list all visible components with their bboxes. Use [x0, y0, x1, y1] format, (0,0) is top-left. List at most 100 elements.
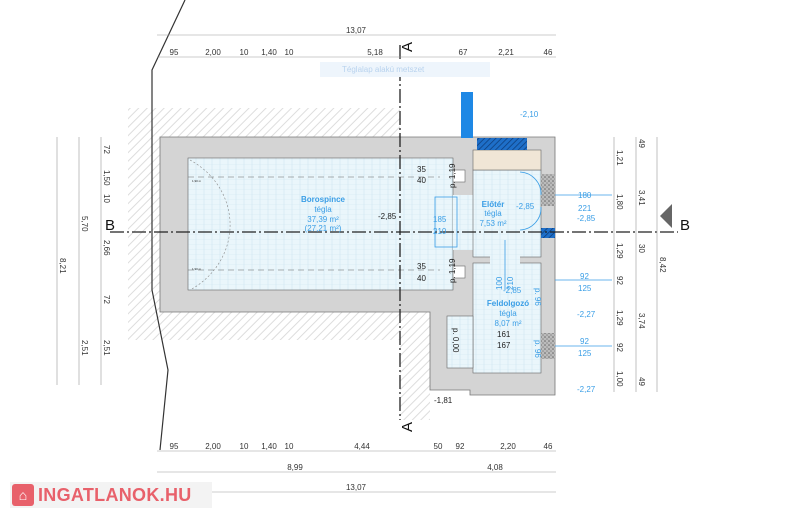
svg-text:p. 96: p. 96 — [533, 340, 542, 358]
svg-text:8,21: 8,21 — [58, 258, 67, 274]
svg-text:167: 167 — [497, 341, 511, 350]
svg-text:185: 185 — [433, 215, 447, 224]
opening-floor — [453, 195, 473, 250]
svg-text:67: 67 — [459, 48, 468, 57]
svg-text:10: 10 — [285, 442, 294, 451]
view-direction-triangle — [660, 204, 672, 228]
logo-text: INGATLANOK.HU — [38, 484, 192, 505]
svg-text:49: 49 — [637, 139, 646, 148]
svg-text:1,90 m: 1,90 m — [192, 267, 202, 271]
section-a-top: A — [399, 42, 416, 52]
stair-landing — [472, 149, 542, 171]
svg-text:-2,27: -2,27 — [577, 385, 596, 394]
svg-text:1,29: 1,29 — [615, 310, 624, 326]
section-b-left: B — [105, 217, 115, 234]
svg-text:p. 1,19: p. 1,19 — [448, 163, 457, 188]
site-logo[interactable]: ⌂ INGATLANOK.HU — [10, 482, 212, 508]
blue-beam — [477, 138, 527, 150]
svg-text:1,40: 1,40 — [261, 442, 277, 451]
svg-text:30: 30 — [637, 244, 646, 253]
svg-text:p. 0,00: p. 0,00 — [451, 328, 460, 353]
svg-text:1,80: 1,80 — [615, 194, 624, 210]
svg-text:95: 95 — [170, 442, 179, 451]
svg-text:-2,85: -2,85 — [516, 202, 535, 211]
svg-text:1,50: 1,50 — [102, 170, 111, 186]
svg-text:8,07 m²: 8,07 m² — [494, 319, 521, 328]
door-1[interactable] — [434, 196, 458, 248]
small-room-floor — [446, 315, 474, 369]
svg-text:2,66: 2,66 — [102, 240, 111, 256]
svg-text:2,00: 2,00 — [205, 48, 221, 57]
dimensions-bottom — [157, 450, 556, 493]
room-borospince: Borospince tégla 37,39 m² (27,21 m²) — [301, 195, 346, 233]
svg-text:-2,85: -2,85 — [577, 214, 596, 223]
svg-text:92: 92 — [580, 337, 589, 346]
svg-text:3,41: 3,41 — [637, 190, 646, 206]
svg-text:72: 72 — [102, 145, 111, 154]
svg-text:100: 100 — [495, 276, 504, 290]
svg-text:1,21: 1,21 — [615, 150, 624, 166]
svg-text:35: 35 — [417, 165, 426, 174]
house-icon: ⌂ — [12, 484, 34, 506]
svg-text:2,21: 2,21 — [498, 48, 514, 57]
dimensions-right-text: 1,21 1,80 1,29 92 1,29 92 1,00 49 3,41 3… — [615, 139, 667, 387]
room-feldolgozo: Feldolgozó tégla 8,07 m² — [487, 299, 529, 328]
earth-hatch — [128, 108, 430, 420]
svg-text:1,00: 1,00 — [615, 371, 624, 387]
dimensions-left — [56, 137, 102, 385]
svg-text:37,39 m²: 37,39 m² — [307, 215, 339, 224]
svg-text:92: 92 — [456, 442, 465, 451]
svg-text:-2,85: -2,85 — [503, 286, 522, 295]
svg-text:35: 35 — [417, 262, 426, 271]
svg-text:7,53 m²: 7,53 m² — [479, 219, 506, 228]
svg-text:92: 92 — [615, 276, 624, 285]
blue-column — [541, 228, 555, 238]
dimensions-bottom-text: 95 2,00 10 1,40 10 4,44 50 92 2,20 46 8,… — [170, 442, 553, 492]
svg-text:p. 96: p. 96 — [533, 288, 542, 306]
svg-text:210: 210 — [506, 276, 515, 290]
svg-text:-2,85: -2,85 — [378, 212, 397, 221]
vault-arc — [189, 159, 231, 291]
svg-text:46: 46 — [544, 48, 553, 57]
svg-text:180: 180 — [578, 191, 592, 200]
gravel-wall-1 — [541, 174, 555, 206]
svg-text:221: 221 — [578, 204, 592, 213]
svg-text:92: 92 — [580, 272, 589, 281]
svg-text:Borospince: Borospince — [301, 195, 346, 204]
svg-text:210: 210 — [433, 227, 447, 236]
dimensions-left-text: 8,21 5,70 2,51 72 1,50 10 2,66 72 2,51 — [58, 145, 111, 356]
svg-text:125: 125 — [578, 349, 592, 358]
svg-text:1,29: 1,29 — [615, 243, 624, 259]
svg-text:40: 40 — [417, 176, 426, 185]
svg-text:161: 161 — [497, 330, 511, 339]
gravel-wall-2 — [541, 333, 555, 359]
section-b-right: B — [680, 217, 690, 234]
svg-text:Feldolgozó: Feldolgozó — [487, 299, 529, 308]
svg-text:2,00: 2,00 — [205, 442, 221, 451]
svg-text:p. 1,19: p. 1,19 — [448, 258, 457, 283]
section-tooltip: Téglalap alakú metszet — [320, 62, 490, 77]
svg-text:3,74: 3,74 — [637, 313, 646, 329]
svg-text:4,44: 4,44 — [354, 442, 370, 451]
svg-text:50: 50 — [434, 442, 443, 451]
svg-text:-2,10: -2,10 — [520, 110, 539, 119]
svg-text:(27,21 m²): (27,21 m²) — [305, 224, 342, 233]
svg-text:95: 95 — [170, 48, 179, 57]
blue-pipe — [461, 92, 473, 138]
svg-text:10: 10 — [240, 442, 249, 451]
svg-text:2,51: 2,51 — [80, 340, 89, 356]
window-niche-1 — [452, 169, 466, 183]
dimensions-top-text: 13,07 95 2,00 10 1,40 10 5,18 67 2,21 46 — [170, 26, 553, 57]
door-swing-2 — [519, 171, 542, 196]
svg-text:tégla: tégla — [314, 205, 332, 214]
svg-text:40: 40 — [417, 274, 426, 283]
svg-text:1,40: 1,40 — [261, 48, 277, 57]
dimensions-right — [613, 137, 658, 392]
svg-text:125: 125 — [578, 284, 592, 293]
svg-text:8,99: 8,99 — [287, 463, 303, 472]
svg-text:72: 72 — [102, 295, 111, 304]
svg-text:Előtér: Előtér — [482, 200, 505, 209]
svg-text:2,51: 2,51 — [102, 340, 111, 356]
